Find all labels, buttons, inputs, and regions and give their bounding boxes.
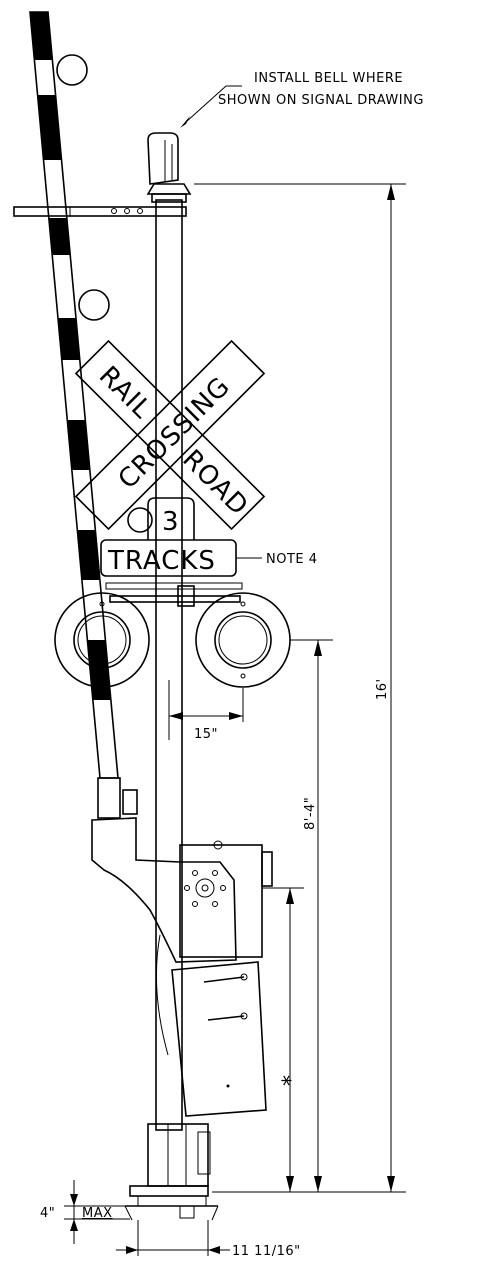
arm-stripe (37, 95, 62, 160)
sign-road-text: ROAD (176, 444, 254, 522)
crossbuck-sign: RAIL ROAD CROSSING (74, 339, 266, 531)
bell-note-line1: INSTALL BELL WHERE (254, 71, 403, 86)
tracks-note: NOTE 4 (266, 552, 318, 567)
bell-icon (147, 132, 179, 185)
arm-stripe (77, 530, 100, 580)
flashing-light-left (54, 592, 150, 688)
dim-foundation-reveal-max: MAX (82, 1206, 113, 1221)
dim-light-height-label: 8'-4" (303, 797, 318, 830)
arm-stripe (87, 640, 111, 700)
tracks-sign: 3 TRACKS NOTE 4 (100, 497, 318, 577)
mast-base (124, 1123, 219, 1221)
dim-overall-height: 16' (194, 183, 406, 1193)
flashing-light-right (195, 592, 291, 688)
dim-light-offset-label: 15" (194, 727, 218, 742)
arm-stripe (30, 12, 53, 60)
dim-foundation-reveal-label: 4" (40, 1206, 55, 1221)
dim-mechanism-height-label: * (279, 1075, 304, 1086)
dim-light-height: 8'-4" (290, 639, 333, 1192)
mast (146, 132, 192, 1131)
dim-base-width: 11 11/16" (116, 1220, 301, 1259)
arm-stripe (67, 420, 90, 470)
arm-lamp-middle (78, 289, 110, 321)
dim-mechanism-height: * (262, 887, 304, 1192)
arm-brace (13, 206, 187, 217)
light-crossarm (105, 582, 243, 607)
arm-lamp-lower (127, 507, 153, 533)
dim-foundation-reveal: 4" MAX (40, 1180, 130, 1244)
arm-stripe (48, 218, 71, 255)
dim-base-width-label: 11 11/16" (232, 1244, 301, 1259)
dim-overall-height-label: 16' (375, 678, 390, 700)
arm-stripe (57, 318, 80, 360)
arm-lamp-top (56, 54, 88, 86)
tracks-label: TRACKS (107, 546, 216, 576)
bell-note: INSTALL BELL WHERE SHOWN ON SIGNAL DRAWI… (180, 71, 424, 128)
sign-rail-text: RAIL (93, 361, 157, 425)
bell-note-line2: SHOWN ON SIGNAL DRAWING (218, 93, 424, 108)
dim-light-offset: 15" (168, 680, 244, 742)
gate-mechanism (91, 817, 273, 1117)
gate-arm (29, 11, 153, 819)
tracks-number: 3 (162, 507, 180, 537)
